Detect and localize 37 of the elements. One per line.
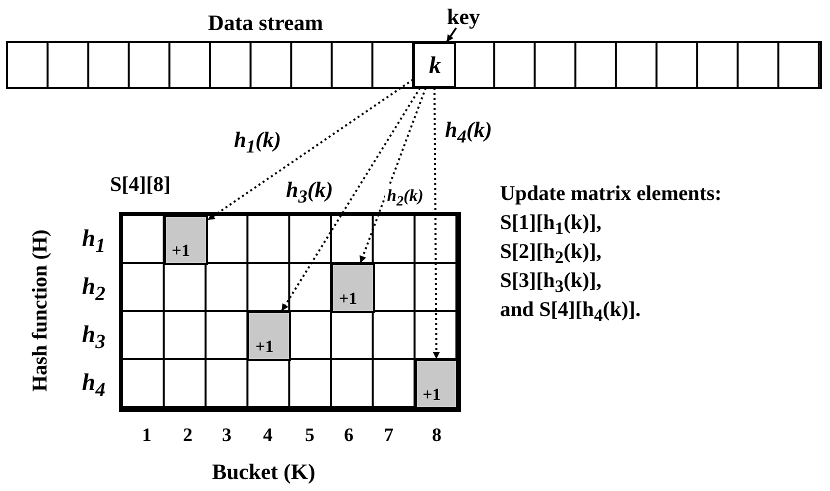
row-label: h$_{2}$ bbox=[82, 274, 106, 305]
arrow bbox=[432, 88, 440, 359]
stream-title: Data stream bbox=[208, 10, 324, 36]
arrow bbox=[280, 87, 421, 312]
note-text: S[1][h$_{1}$(k)], bbox=[500, 211, 602, 238]
column-label: 8 bbox=[432, 426, 442, 447]
increment-label: +1 bbox=[422, 385, 441, 405]
column-label: 6 bbox=[344, 426, 354, 447]
column-label: 5 bbox=[305, 426, 314, 447]
counter-cell bbox=[414, 359, 458, 409]
increment-label: +1 bbox=[172, 241, 190, 261]
key-symbol: k bbox=[429, 53, 441, 80]
note-text: S[3][h$_{3}$(k)], bbox=[500, 269, 602, 296]
note-text: and S[4][h$_{4}$(k)]. bbox=[500, 298, 641, 326]
counter-cell bbox=[164, 215, 208, 265]
key-label: key bbox=[447, 6, 480, 28]
counter-cell bbox=[247, 311, 292, 361]
column-label: 1 bbox=[142, 426, 152, 447]
note-text: Update matrix elements: bbox=[500, 182, 722, 206]
arrow bbox=[359, 88, 427, 264]
axis-title: Bucket (K) bbox=[212, 460, 316, 484]
row-label: h$_{1}$ bbox=[82, 226, 106, 257]
column-label: 3 bbox=[222, 426, 232, 447]
column-label: 7 bbox=[384, 426, 394, 447]
increment-label: +1 bbox=[339, 289, 358, 309]
increment-label: +1 bbox=[255, 337, 274, 357]
row-label: h$_{3}$ bbox=[82, 322, 106, 353]
matrix-title: S[4][8] bbox=[110, 172, 171, 197]
note-text: S[2][h$_{2}$(k)], bbox=[500, 240, 602, 268]
column-label: 4 bbox=[263, 426, 272, 447]
axis-title: Hash function (H) bbox=[28, 228, 52, 392]
row-label: h$_{4}$ bbox=[82, 370, 106, 401]
column-label: 2 bbox=[183, 426, 192, 447]
arrow bbox=[207, 78, 414, 221]
arrow bbox=[446, 27, 457, 43]
counter-cell bbox=[331, 263, 375, 313]
stream-cell bbox=[413, 42, 456, 88]
